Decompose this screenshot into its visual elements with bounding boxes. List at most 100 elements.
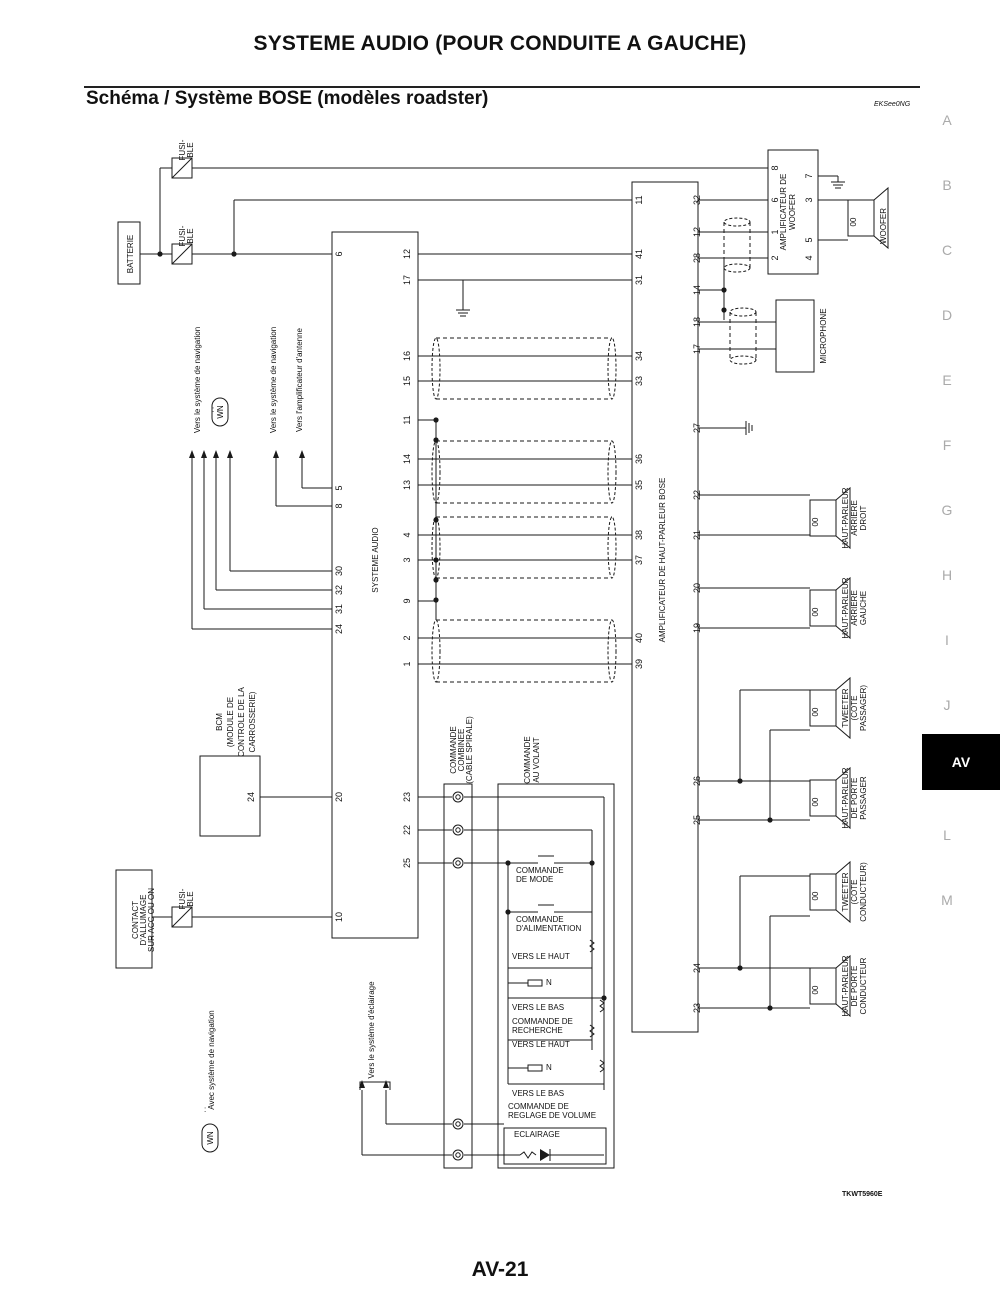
woofer-speaker-cone bbox=[873, 186, 889, 250]
head-right-pin-16: 16 bbox=[402, 351, 412, 361]
head-left-pin-31: 31 bbox=[334, 604, 344, 614]
bcm-box bbox=[199, 755, 261, 837]
head-left-pin-30: 30 bbox=[334, 566, 344, 576]
speaker-label-5: HAUT-PARLEURDE PORTECONDUCTEUR bbox=[841, 955, 868, 1016]
shield-woofer-end bbox=[723, 263, 751, 273]
head-right-pin-11: 11 bbox=[402, 415, 412, 424]
switch-label-6: VERS LE HAUT bbox=[512, 1040, 570, 1049]
note-nav-wn: Vers le système de navigation bbox=[193, 327, 202, 433]
junction-dot bbox=[505, 909, 511, 915]
arrow-up bbox=[201, 450, 207, 458]
side-index-f[interactable]: F bbox=[942, 437, 952, 453]
amp-left-pin-31: 31 bbox=[634, 275, 644, 285]
spiral-label: COMMANDECOMBINEE(CABLE SPIRALE) bbox=[449, 716, 474, 784]
note-colon: : bbox=[212, 405, 214, 414]
side-index-c[interactable]: C bbox=[941, 242, 953, 258]
junction-dot bbox=[433, 557, 439, 563]
side-index-l[interactable]: L bbox=[943, 827, 951, 843]
side-index-h[interactable]: H bbox=[941, 567, 953, 583]
fuse-element bbox=[171, 906, 193, 928]
battery-label: BATTERIE bbox=[126, 235, 135, 274]
head-right-pin-12: 12 bbox=[402, 249, 412, 259]
spiral-cable-box bbox=[443, 783, 473, 1169]
speaker-4-body bbox=[809, 873, 837, 911]
switch-label-2: VERS LE HAUT bbox=[512, 952, 570, 961]
connector-ring bbox=[452, 824, 464, 836]
head-right-pin-22: 22 bbox=[402, 825, 412, 835]
arrow-up bbox=[227, 450, 233, 458]
speaker-4-cone bbox=[835, 860, 851, 924]
resistor bbox=[589, 939, 595, 953]
side-index-d[interactable]: D bbox=[941, 307, 953, 323]
amp-box bbox=[631, 181, 699, 1033]
side-index-e[interactable]: E bbox=[942, 372, 952, 388]
junction-dot bbox=[737, 778, 743, 784]
head-right-pin-15: 15 bbox=[402, 376, 412, 386]
side-index-j[interactable]: J bbox=[943, 697, 951, 713]
head-left-pin-8: 8 bbox=[334, 503, 344, 508]
amp-right-pin-32: 32 bbox=[692, 195, 702, 205]
connector-core bbox=[455, 827, 461, 833]
microphone-label: MICROPHONE bbox=[819, 308, 828, 363]
speaker-label-3: HAUT-PARLEURDE PORTEPASSAGER bbox=[841, 767, 868, 828]
note-lighting: Vers le système d'éclairage bbox=[367, 981, 376, 1079]
amp-right-pin-18: 18 bbox=[692, 317, 702, 327]
header-title: SYSTEME AUDIO (POUR CONDUITE A GAUCHE) bbox=[253, 32, 747, 55]
shield-woofer-end bbox=[723, 217, 751, 227]
arrow-up bbox=[299, 450, 305, 458]
amp-right-pin-22: 22 bbox=[692, 490, 702, 500]
shield-1-end bbox=[607, 440, 617, 504]
side-index-a[interactable]: A bbox=[942, 112, 952, 128]
head-unit-label: SYSTEME AUDIO bbox=[371, 527, 380, 592]
amp-right-pin-21: 21 bbox=[692, 530, 702, 540]
side-index-av[interactable]: AV bbox=[922, 734, 1000, 790]
speaker-3-cone bbox=[835, 766, 851, 830]
resistor bbox=[599, 999, 605, 1013]
side-index-b[interactable]: B bbox=[942, 177, 952, 193]
junction-dot bbox=[601, 995, 607, 1001]
steering-label: COMMANDEAU VOLANT bbox=[523, 736, 541, 784]
header-rule bbox=[84, 86, 920, 88]
speaker-1-body bbox=[809, 589, 837, 627]
amp-left-pin-34: 34 bbox=[634, 351, 644, 361]
junction-dot bbox=[589, 860, 595, 866]
page-number: AV-21 bbox=[471, 1258, 529, 1281]
connector-ring bbox=[452, 1118, 464, 1130]
connector-core bbox=[455, 1152, 461, 1158]
section-title: Schéma / Système BOSE (modèles roadster) bbox=[86, 88, 489, 109]
head-left-pin-5: 5 bbox=[334, 485, 344, 490]
switch-contact bbox=[527, 979, 543, 987]
junction-dot bbox=[767, 1005, 773, 1011]
speaker-5-cone bbox=[835, 954, 851, 1018]
junction-dot bbox=[433, 597, 439, 603]
bcm-pin-24: 24 bbox=[246, 792, 256, 802]
microphone-box bbox=[775, 299, 815, 373]
woofer-amp-pin-6: 6 bbox=[770, 197, 780, 202]
head-left-pin-20: 20 bbox=[334, 792, 344, 802]
shield-3-end bbox=[431, 619, 441, 683]
speaker-1-cone bbox=[835, 576, 851, 640]
resistor bbox=[589, 1024, 595, 1038]
speaker-label-0: HAUT-PARLEURARRIEREDROIT bbox=[841, 487, 868, 548]
doc-code: EKSee0NG bbox=[874, 101, 911, 108]
fuse-element bbox=[171, 243, 193, 265]
side-index-m[interactable]: M bbox=[941, 892, 953, 908]
fuse-element bbox=[171, 157, 193, 179]
side-index-i[interactable]: I bbox=[945, 632, 949, 648]
note-nav: Vers le système de navigation bbox=[269, 327, 278, 433]
head-right-pin-17: 17 bbox=[402, 275, 412, 285]
switch-label-4: VERS LE BAS bbox=[512, 1003, 564, 1012]
head-right-pin-13: 13 bbox=[402, 480, 412, 490]
head-right-pin-3: 3 bbox=[402, 557, 412, 562]
junction-dot bbox=[433, 517, 439, 523]
amp-right-pin-28: 28 bbox=[692, 253, 702, 263]
junction-dot bbox=[721, 307, 727, 313]
head-left-pin-10: 10 bbox=[334, 912, 344, 922]
amp-left-pin-35: 35 bbox=[634, 480, 644, 490]
arrow-up bbox=[189, 450, 195, 458]
connector-core bbox=[455, 1121, 461, 1127]
side-index-g[interactable]: G bbox=[941, 502, 953, 518]
arrow-up bbox=[273, 450, 279, 458]
speaker-label-4: TWEETER(COTECONDUCTEUR) bbox=[841, 862, 868, 922]
